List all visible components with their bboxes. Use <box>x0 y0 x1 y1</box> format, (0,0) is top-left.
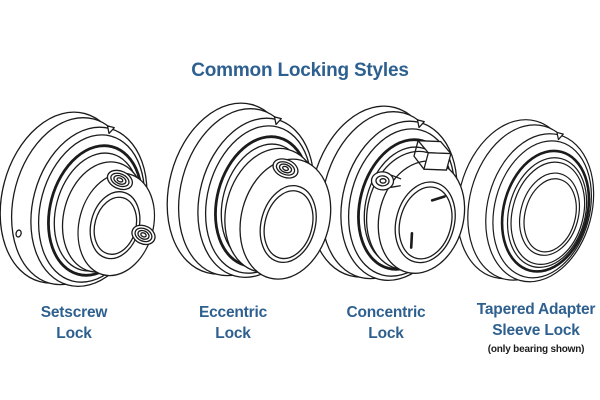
label-line2: Sleeve Lock <box>492 321 580 339</box>
lube-notch-mark <box>106 125 115 135</box>
setscrew-lock-illustration <box>0 111 156 287</box>
label-line2: Lock <box>215 324 251 342</box>
eccentric-lock-illustration <box>166 102 332 280</box>
label-concentric-lock: Concentric Lock <box>306 303 466 345</box>
label-line1: Concentric <box>346 304 426 321</box>
setscrew-hole <box>106 169 134 191</box>
lube-notch-mark <box>556 131 564 141</box>
label-note: (only bearing shown) <box>487 343 585 355</box>
lube-notch-mark <box>273 116 282 126</box>
label-line1: Eccentric <box>199 304 267 321</box>
bore-pins <box>409 195 446 249</box>
clamp-gap-block <box>413 140 452 171</box>
label-eccentric-lock: Eccentric Lock <box>153 303 313 345</box>
housing-hole <box>15 229 22 238</box>
tapered-adapter-sleeve-lock-illustration <box>456 119 595 283</box>
setscrew-hole <box>131 224 156 246</box>
label-tapered-adapter-sleeve-lock: Tapered Adapter Sleeve Lock (only bearin… <box>456 300 600 356</box>
label-setscrew-lock: Setscrew Lock <box>0 303 154 345</box>
clamp-screw <box>370 171 402 191</box>
label-line2: Lock <box>56 324 92 342</box>
lube-notch-mark <box>416 119 425 129</box>
label-line2: Lock <box>368 324 404 342</box>
label-line1: Setscrew <box>40 304 108 321</box>
setscrew-hole <box>272 158 299 179</box>
label-line1: Tapered Adapter <box>476 301 596 318</box>
concentric-lock-illustration <box>309 105 466 281</box>
diagram-title: Common Locking Styles <box>191 60 409 81</box>
